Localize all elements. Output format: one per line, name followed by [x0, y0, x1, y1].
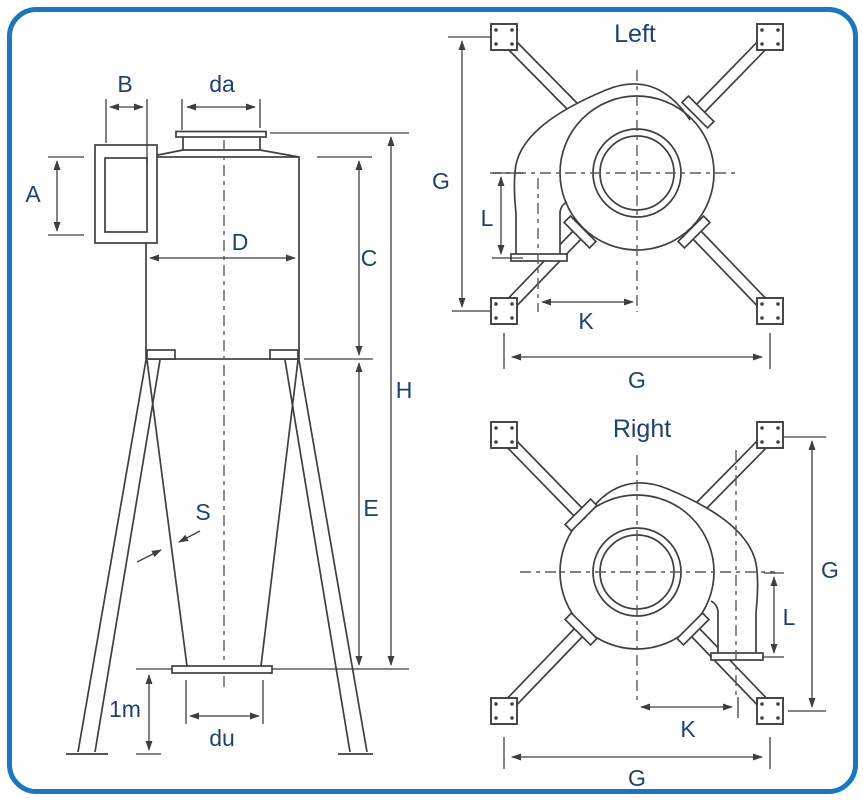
dim-label-E: E	[363, 495, 378, 521]
left-view-dimensions: G L K G	[432, 36, 771, 393]
leg-bracket-left	[146, 349, 176, 360]
dim-label-S: S	[195, 499, 210, 525]
dim-label-1m: 1m	[109, 696, 141, 722]
top-view-right: Right G	[490, 415, 839, 791]
cone-walls	[146, 359, 299, 667]
dim-label-C: C	[361, 245, 378, 271]
dim-label-L-left: L	[481, 205, 494, 231]
dim-label-G-horizontal-right: G	[628, 765, 646, 791]
right-view-dimensions: G L K G	[503, 436, 839, 791]
dim-label-A: A	[25, 181, 41, 207]
leg-bracket-right	[269, 349, 299, 360]
mounting-plate-sw	[562, 214, 598, 250]
dim-label-G-horizontal-left: G	[628, 367, 646, 393]
outlet-stub	[182, 137, 261, 150]
dim-label-L-right: L	[783, 604, 796, 630]
dim-label-da: da	[209, 71, 235, 97]
inlet-inner	[104, 157, 148, 233]
mounting-plate-nw	[563, 497, 599, 533]
top-view-left: Left G	[432, 20, 784, 393]
left-view-foot-pads	[490, 23, 784, 325]
right-view-title: Right	[613, 415, 671, 443]
inlet-duct-wall	[559, 201, 568, 254]
dim-label-K-left: K	[578, 308, 594, 334]
left-view-centerlines	[490, 70, 738, 312]
right-view-legs	[499, 431, 775, 715]
scroll-curve	[583, 482, 759, 653]
dim-label-K-right: K	[680, 716, 696, 742]
side-view-dimensions: B da A D C E H	[25, 71, 413, 755]
right-view-centerlines	[520, 450, 775, 705]
side-view: B da A D C E H	[25, 71, 413, 755]
mounting-plate-se	[675, 611, 711, 647]
page-border	[7, 7, 858, 794]
right-view-foot-pads	[490, 421, 784, 725]
scroll-curve	[513, 83, 691, 254]
outlet-flange	[175, 130, 267, 138]
inlet-flange	[710, 652, 764, 661]
inlet-duct-wall	[710, 600, 719, 653]
dim-label-B: B	[117, 71, 132, 97]
left-view-legs	[499, 32, 775, 316]
dim-label-D: D	[232, 229, 249, 255]
support-legs	[66, 359, 373, 755]
dim-label-G-vertical-left: G	[432, 168, 450, 194]
dust-outlet-flange	[171, 665, 273, 674]
dim-label-H: H	[396, 377, 413, 403]
mounting-plate-sw	[563, 611, 599, 647]
mounting-plate-ne	[680, 94, 716, 130]
dim-label-G-vertical-right: G	[821, 557, 839, 583]
mounting-plate-se	[676, 214, 712, 250]
roof	[147, 149, 300, 158]
left-view-title: Left	[614, 20, 656, 48]
dim-label-du: du	[209, 725, 235, 751]
